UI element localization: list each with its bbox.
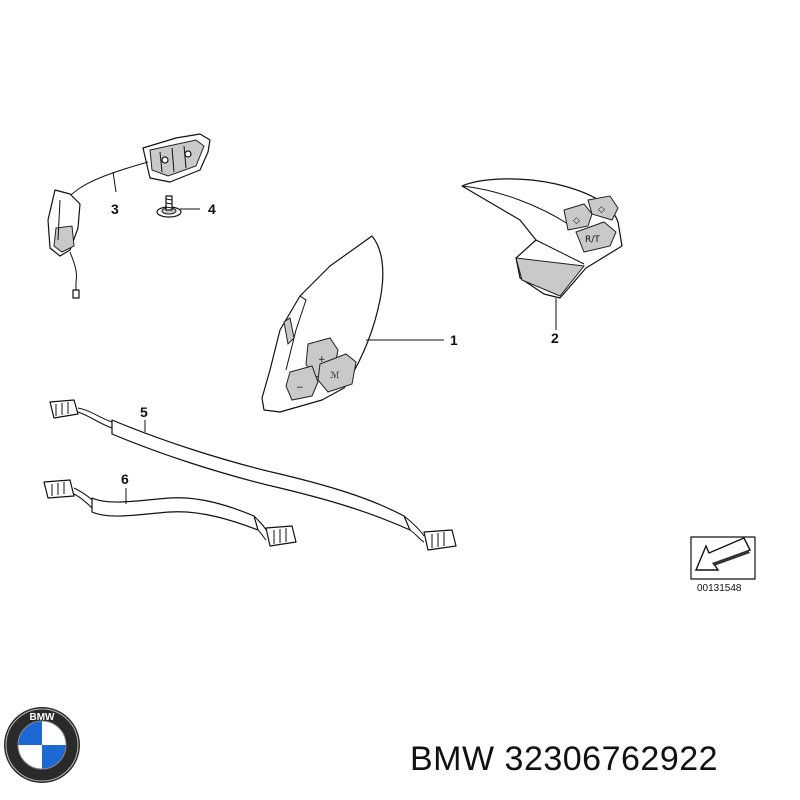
part-number: 32306762922 — [504, 740, 719, 778]
brand-part-label: BMW 32306762922 — [410, 740, 718, 779]
logo-text: BMW — [30, 712, 56, 723]
drawing-reference: 00131548 — [690, 536, 756, 594]
callout-1: 1 — [450, 332, 458, 348]
key-minus: − — [296, 383, 304, 393]
key-voice: ℳ — [330, 371, 340, 381]
bmw-logo-icon: BMW — [4, 707, 80, 783]
part-3-button-module — [47, 133, 211, 299]
key-up: ◇ — [573, 216, 580, 226]
key-down: ◇ — [598, 205, 605, 215]
callout-3: 3 — [111, 201, 119, 217]
part-5-long-cable — [49, 399, 457, 551]
part-4-screw — [156, 195, 182, 218]
brand-name: BMW — [410, 740, 495, 778]
callout-5: 5 — [140, 404, 148, 420]
part-6-short-cable — [43, 479, 297, 547]
part-1-left-switch: + − ℳ — [261, 235, 384, 413]
callout-6: 6 — [121, 471, 129, 487]
part-2-right-switch: ◇ ◇ R/T — [461, 178, 623, 299]
callout-4: 4 — [208, 201, 216, 217]
leader-lines — [112, 171, 557, 504]
direction-arrow-icon — [694, 537, 751, 571]
callout-2: 2 — [551, 330, 559, 346]
key-plus: + — [318, 355, 326, 365]
drawing-number: 00131548 — [697, 583, 742, 594]
key-phone: R/T — [585, 235, 600, 245]
